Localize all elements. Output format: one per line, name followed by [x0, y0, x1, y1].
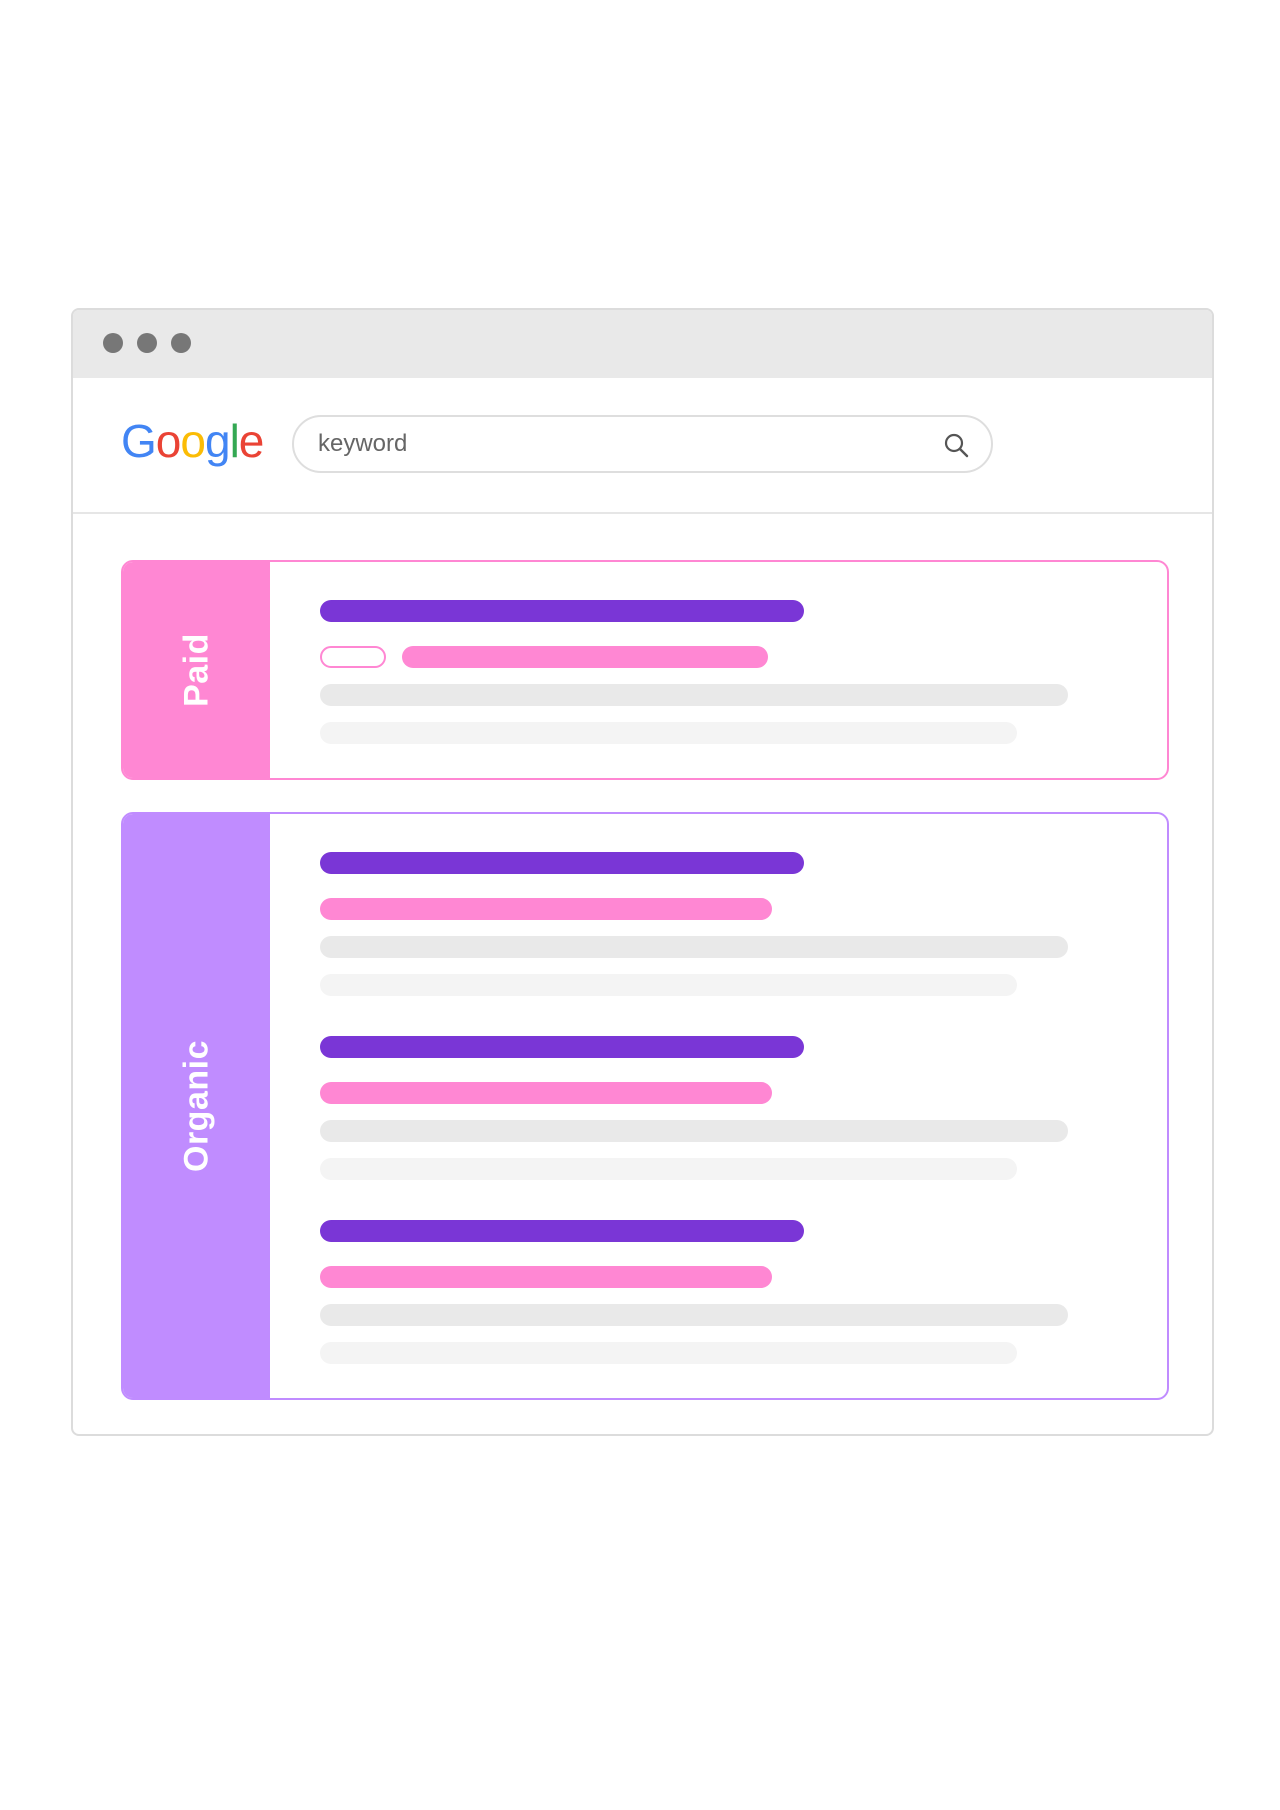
window-minimize-dot[interactable] — [137, 333, 157, 353]
result-title-placeholder[interactable] — [320, 600, 804, 622]
result-url-placeholder — [320, 898, 772, 920]
window-maximize-dot[interactable] — [171, 333, 191, 353]
paid-section-sidebar: Paid — [123, 562, 270, 778]
search-input[interactable] — [318, 417, 918, 471]
result-title-placeholder[interactable] — [320, 1036, 804, 1058]
result-description-line — [320, 722, 1017, 744]
google-logo[interactable]: Google — [121, 415, 265, 467]
result-description-line — [320, 684, 1068, 706]
result-description-line — [320, 1304, 1068, 1326]
search-box — [292, 415, 993, 473]
browser-window: Google Paid Organic — [71, 308, 1214, 1436]
organic-results-section: Organic — [121, 812, 1169, 1400]
result-description-line — [320, 1158, 1017, 1180]
result-title-placeholder[interactable] — [320, 1220, 804, 1242]
organic-section-sidebar: Organic — [123, 814, 270, 1398]
logo-letter: e — [238, 415, 265, 467]
logo-letter: o — [180, 415, 206, 467]
paid-results-section: Paid — [121, 560, 1169, 780]
organic-section-label: Organic — [177, 1040, 215, 1172]
paid-section-label: Paid — [177, 633, 215, 707]
logo-letter: g — [204, 415, 231, 467]
result-description-line — [320, 974, 1017, 996]
result-url-placeholder — [320, 1266, 772, 1288]
logo-letter: G — [121, 415, 157, 467]
result-url-placeholder — [402, 646, 768, 668]
result-url-placeholder — [320, 1082, 772, 1104]
browser-titlebar — [73, 310, 1212, 378]
result-description-line — [320, 1120, 1068, 1142]
result-description-line — [320, 1342, 1017, 1364]
result-description-line — [320, 936, 1068, 958]
window-close-dot[interactable] — [103, 333, 123, 353]
ad-badge — [320, 646, 386, 668]
search-header: Google — [73, 378, 1212, 514]
logo-letter: o — [155, 415, 182, 467]
search-icon[interactable] — [943, 432, 969, 458]
logo-letter: l — [229, 415, 240, 467]
result-title-placeholder[interactable] — [320, 852, 804, 874]
